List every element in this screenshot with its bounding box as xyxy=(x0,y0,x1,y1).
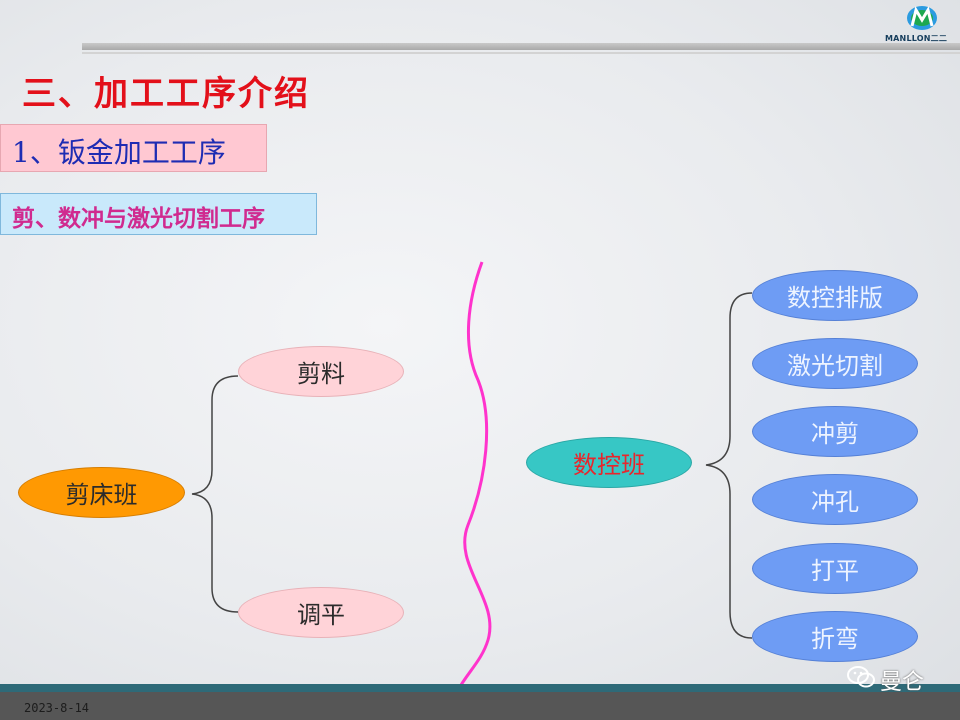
subtitle: 1、钣金加工工序 xyxy=(12,136,226,169)
watermark-text: 曼仑 xyxy=(880,670,925,695)
node-cnc-team: 数控班 xyxy=(526,437,692,488)
left-brace xyxy=(191,375,239,613)
node-laser-cutting: 激光切割 xyxy=(752,338,918,389)
node-bending: 折弯 xyxy=(752,611,918,662)
logo-icon xyxy=(907,6,937,30)
node-punch-shear: 冲剪 xyxy=(752,406,918,457)
node-leveling: 调平 xyxy=(238,587,404,638)
node-flatten: 打平 xyxy=(752,543,918,594)
header-rule xyxy=(82,43,960,50)
section-box xyxy=(0,193,317,235)
subtitle-box xyxy=(0,124,267,172)
footer-strip xyxy=(0,692,960,720)
node-punch-hole: 冲孔 xyxy=(752,474,918,525)
page-title: 三、加工工序介绍 xyxy=(22,74,310,114)
footer-bar xyxy=(0,684,960,692)
node-shear-team: 剪床班 xyxy=(18,467,185,518)
right-brace xyxy=(705,292,753,639)
header-rule-thin xyxy=(82,52,960,54)
section-heading: 剪、数冲与激光切割工序 xyxy=(12,205,265,232)
node-cnc-nesting: 数控排版 xyxy=(752,270,918,321)
logo-text: MANLLON二二 xyxy=(885,34,948,43)
footer-date: 2023-8-14 xyxy=(24,701,90,715)
node-shearing: 剪料 xyxy=(238,346,404,397)
wechat-icon xyxy=(847,666,875,688)
divider-line xyxy=(456,261,492,691)
